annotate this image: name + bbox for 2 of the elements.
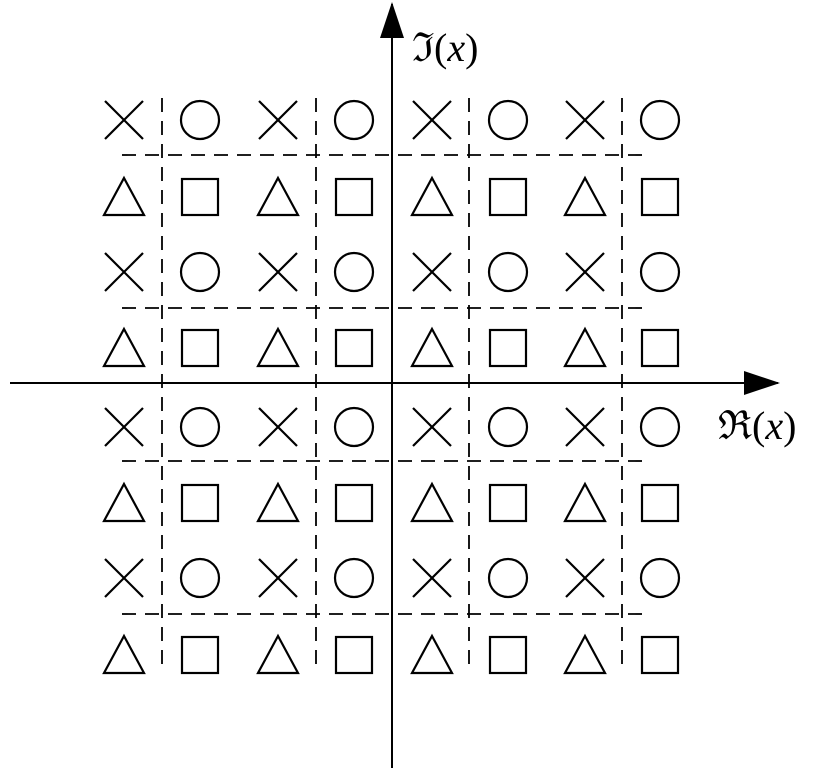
axis-label: ℜ(x) bbox=[718, 406, 796, 446]
axis-label: ℑ(x) bbox=[412, 28, 478, 68]
